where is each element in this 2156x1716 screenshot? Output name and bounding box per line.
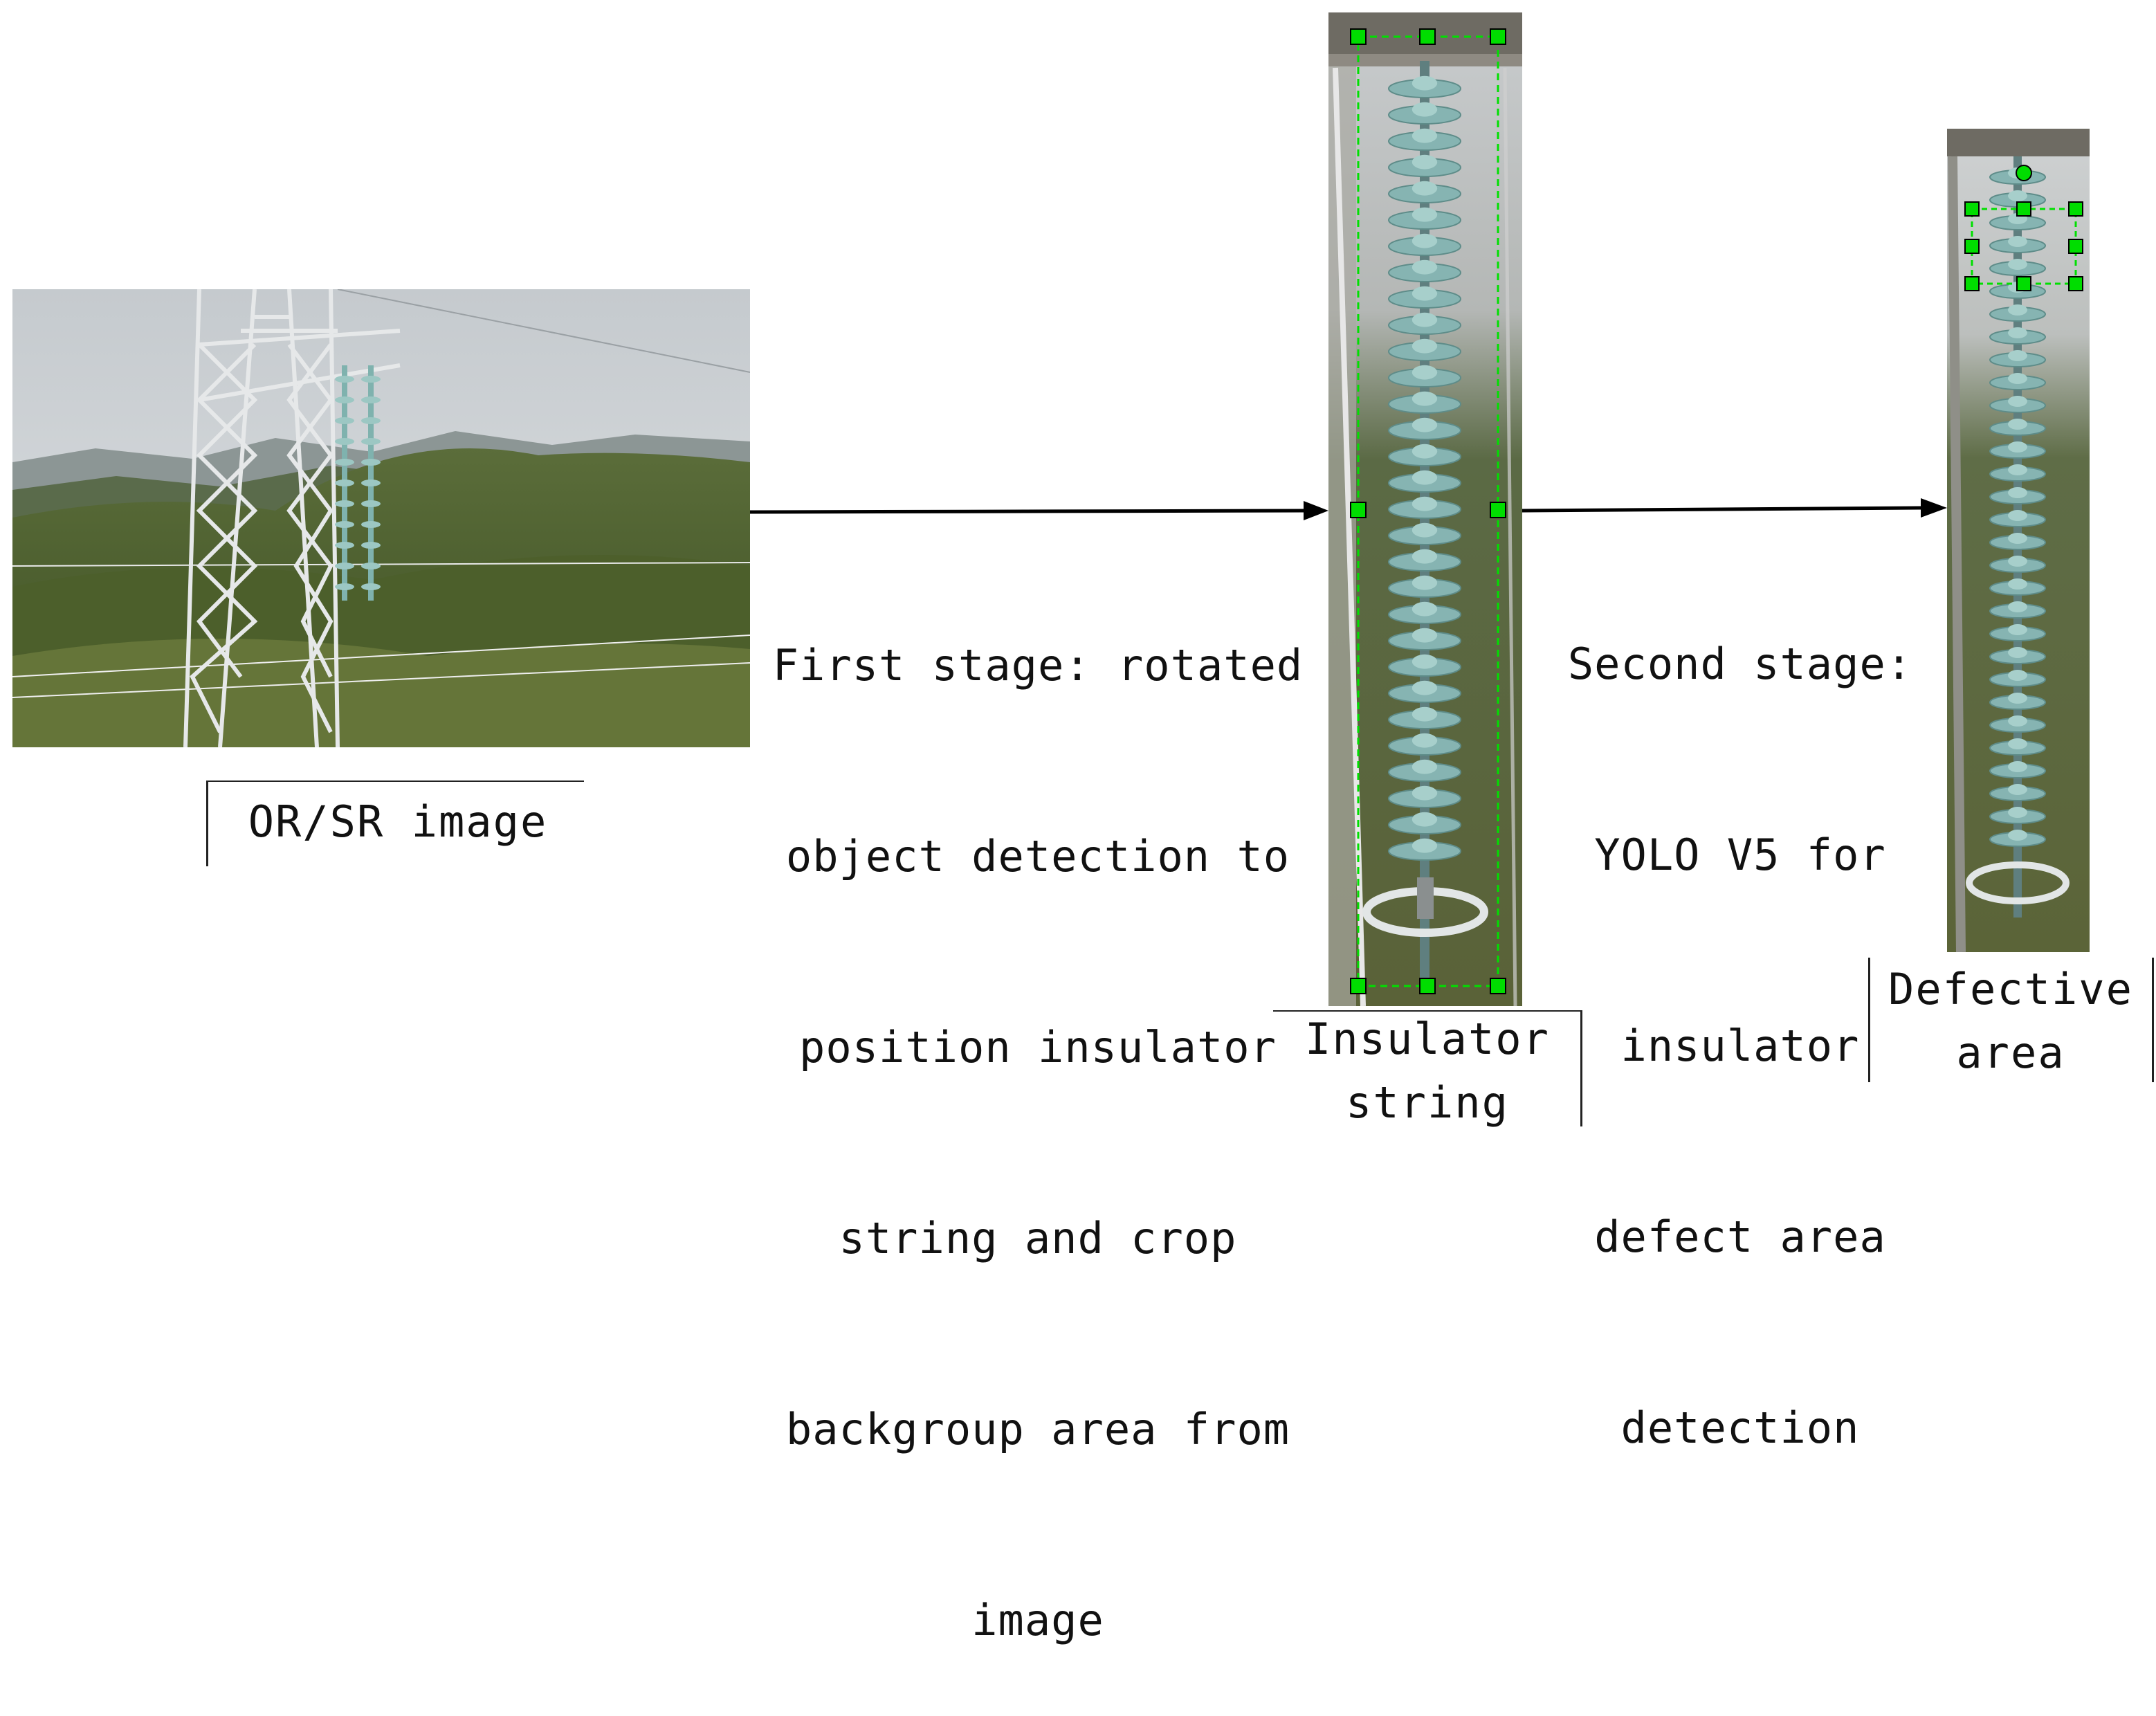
first-stage-description: First stage: rotated object detection to… <box>754 506 1322 1716</box>
insulator-disc-cap <box>2008 830 2027 841</box>
second-stage-line-2: YOLO V5 for <box>1594 830 1886 880</box>
insulator-disc-cap <box>1412 444 1438 459</box>
insulator-disc-cap <box>1412 259 1438 275</box>
insulator-disc-cap <box>2008 236 2027 247</box>
insulator-disc-cap <box>2008 601 2027 612</box>
insulator-disc-cap <box>1412 575 1438 590</box>
insulator-disc-cap <box>1412 154 1438 170</box>
insulator-disc-cap <box>2008 624 2027 635</box>
insulator-disc-cap <box>2008 487 2027 498</box>
original-image-panel <box>12 289 750 747</box>
caption-bracket-left <box>206 781 208 866</box>
insulator-disc-cap <box>2008 670 2027 681</box>
insulator-disc-cap <box>2008 259 2027 270</box>
defective-area-photo <box>1947 129 2090 952</box>
first-stage-line-2: object detection to <box>785 831 1290 882</box>
insulator-disc-cap <box>2008 510 2027 521</box>
first-stage-line-5: backgroup area from <box>785 1404 1290 1454</box>
insulator-disc-cap <box>1412 549 1438 564</box>
insulator-disc-cap <box>2008 533 2027 544</box>
insulator-disc-cap <box>1412 286 1438 301</box>
insulator-disc-cap <box>1412 338 1438 354</box>
second-stage-line-5: detection <box>1620 1403 1860 1453</box>
defect-caption-right <box>2152 958 2154 1082</box>
defect-caption-line-2: area <box>1956 1028 2065 1078</box>
insulator-disc-cap <box>1412 759 1438 774</box>
insulator-disc-cap <box>1412 102 1438 117</box>
insulator-caption-top <box>1273 1010 1582 1012</box>
insulator-disc-cap <box>2008 556 2027 567</box>
insulator-disc-cap <box>1412 680 1438 695</box>
insulator-disc-cap <box>2008 647 2027 658</box>
insulator-disc-cap <box>2008 693 2027 704</box>
insulator-disc-cap <box>2008 578 2027 590</box>
second-stage-line-4: defect area <box>1594 1212 1886 1262</box>
insulator-disc-cap <box>1412 654 1438 669</box>
insulator-disc-cap <box>2008 441 2027 453</box>
first-stage-line-6: image <box>971 1595 1104 1645</box>
original-image-caption: OR/SR image <box>248 796 548 847</box>
insulator-caption-line-1: Insulator <box>1305 1014 1550 1064</box>
defect-bbox-handles <box>1964 165 2083 291</box>
insulator-disc-cap <box>1412 522 1438 538</box>
insulator-disc-cap <box>2008 350 2027 361</box>
caption-bracket-top <box>206 781 584 782</box>
insulator-disc-cap <box>2008 784 2027 795</box>
first-stage-line-1: First stage: rotated <box>772 640 1304 691</box>
insulator-disc-cap <box>2008 738 2027 749</box>
defect-insulator-discs <box>1989 167 2046 847</box>
defective-area-panel <box>1947 129 2090 952</box>
insulator-disc-cap <box>2008 373 2027 384</box>
insulator-disc-cap <box>1412 312 1438 327</box>
insulator-caption-line-2: string <box>1346 1077 1509 1128</box>
defect-caption-left <box>1868 958 1870 1082</box>
insulator-disc-cap <box>2008 715 2027 727</box>
insulator-disc-cap <box>2008 396 2027 407</box>
insulator-disc-cap <box>1412 812 1438 827</box>
defect-caption-line-1: Defective <box>1888 964 2133 1014</box>
insulator-disc-cap <box>2008 761 2027 772</box>
insulator-string-photo <box>1328 12 1522 1006</box>
second-stage-arrow <box>1522 498 1947 518</box>
insulator-disc-cap <box>1412 601 1438 617</box>
insulator-disc-cap <box>2008 807 2027 818</box>
tower-landscape-photo <box>12 289 750 747</box>
insulator-disc-cap <box>1412 706 1438 722</box>
bbox-handles <box>1350 28 1506 994</box>
defective-area-caption: Defective area <box>1871 958 2150 1085</box>
insulator-disc-cap <box>1412 417 1438 432</box>
insulator-disc-cap <box>1412 128 1438 143</box>
insulator-disc-cap <box>1412 365 1438 380</box>
insulator-string-panel <box>1328 12 1522 1006</box>
insulator-disc-cap <box>1412 733 1438 748</box>
insulator-disc-cap <box>2008 327 2027 338</box>
insulator-disc-cap <box>1412 838 1438 853</box>
insulator-disc-cap <box>1412 75 1438 91</box>
insulator-disc-cap <box>1412 207 1438 222</box>
insulator-disc-cap <box>2008 190 2027 201</box>
insulator-disc-cap <box>1412 785 1438 801</box>
insulator-caption-right <box>1580 1010 1582 1126</box>
second-stage-line-1: Second stage: <box>1567 639 1913 689</box>
insulator-disc-cap <box>1412 628 1438 643</box>
insulator-disc-cap <box>2008 419 2027 430</box>
first-stage-line-4: string and crop <box>839 1213 1237 1263</box>
insulator-discs <box>1388 75 1461 861</box>
first-stage-arrow <box>750 501 1328 520</box>
insulator-disc-cap <box>1412 496 1438 511</box>
insulator-disc-cap <box>1412 233 1438 248</box>
insulator-disc-cap <box>2008 464 2027 475</box>
first-stage-line-3: position insulator <box>799 1022 1277 1072</box>
insulator-disc-cap <box>1412 181 1438 196</box>
insulator-disc-cap <box>1412 391 1438 406</box>
insulator-disc-cap <box>1412 470 1438 485</box>
second-stage-line-3: insulator <box>1620 1021 1860 1071</box>
insulator-string-caption: Insulator string <box>1273 1007 1582 1135</box>
insulator-disc-cap <box>2008 304 2027 316</box>
